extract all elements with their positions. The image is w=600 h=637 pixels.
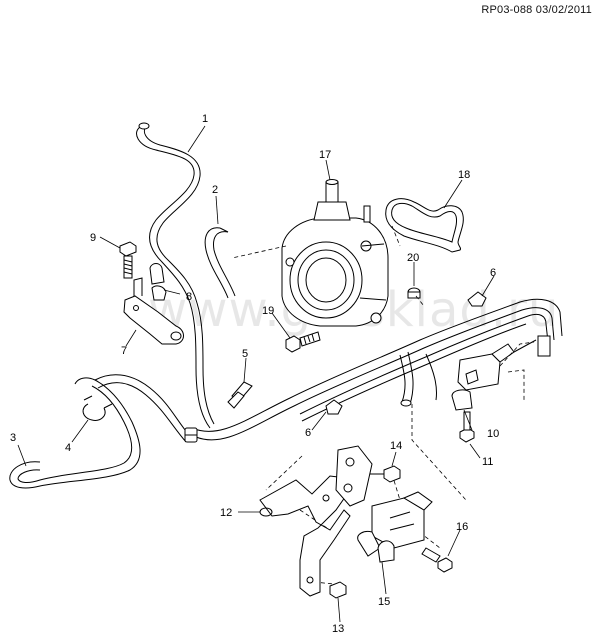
diagram-reference: RP03-088 03/02/2011 [481, 4, 592, 16]
part-8-clip [149, 263, 167, 301]
callout-12: 12 [220, 507, 232, 519]
part-15-solenoid [357, 491, 433, 563]
callout-11: 11 [482, 456, 493, 468]
part-1-vacuum-hose [136, 122, 215, 429]
part-16-bolt [421, 547, 453, 573]
part-4-hose-clip [82, 395, 113, 421]
part-5-connector [227, 381, 253, 409]
part-9-bolt [119, 241, 137, 279]
callout-labels: 1 2 3 4 5 6 6 7 8 9 10 11 12 13 14 15 16… [10, 113, 499, 635]
callout-6-lower: 6 [305, 427, 311, 439]
part-18-gasket [385, 198, 464, 253]
part-11-bolt [459, 411, 475, 443]
callout-14: 14 [390, 440, 402, 452]
callout-3: 3 [10, 432, 16, 444]
part-14-bracket-plate [335, 445, 401, 507]
callout-13: 13 [332, 623, 344, 635]
callout-10: 10 [487, 428, 499, 440]
part-13-bolt [329, 581, 347, 599]
part-19-bolt [285, 331, 321, 353]
leader-lines [17, 125, 495, 623]
callout-16: 16 [456, 521, 468, 533]
callout-5: 5 [242, 348, 248, 360]
callout-1: 1 [202, 113, 208, 125]
callout-2: 2 [212, 184, 218, 196]
callout-6-upper: 6 [490, 267, 496, 279]
part-2-hose [204, 227, 236, 299]
callout-20: 20 [407, 252, 419, 264]
part-3-hose [9, 374, 191, 489]
callout-8: 8 [186, 291, 192, 303]
callout-17: 17 [319, 149, 331, 161]
hose-clip [184, 427, 198, 443]
callout-15: 15 [378, 596, 390, 608]
part-7-bracket [123, 277, 184, 345]
part-17-vacuum-pump [281, 179, 389, 327]
part-6-clip-lower [325, 399, 343, 415]
part-20-fitting [407, 287, 421, 299]
callout-9: 9 [90, 232, 96, 244]
part-10-solenoid [451, 335, 551, 411]
callout-4: 4 [65, 442, 71, 454]
part-12-bracket [259, 475, 351, 597]
callout-18: 18 [458, 169, 470, 181]
vacuum-pipes [191, 298, 563, 441]
callout-7: 7 [121, 345, 127, 357]
part-6-clip-upper [467, 291, 487, 307]
callout-19: 19 [262, 305, 274, 317]
